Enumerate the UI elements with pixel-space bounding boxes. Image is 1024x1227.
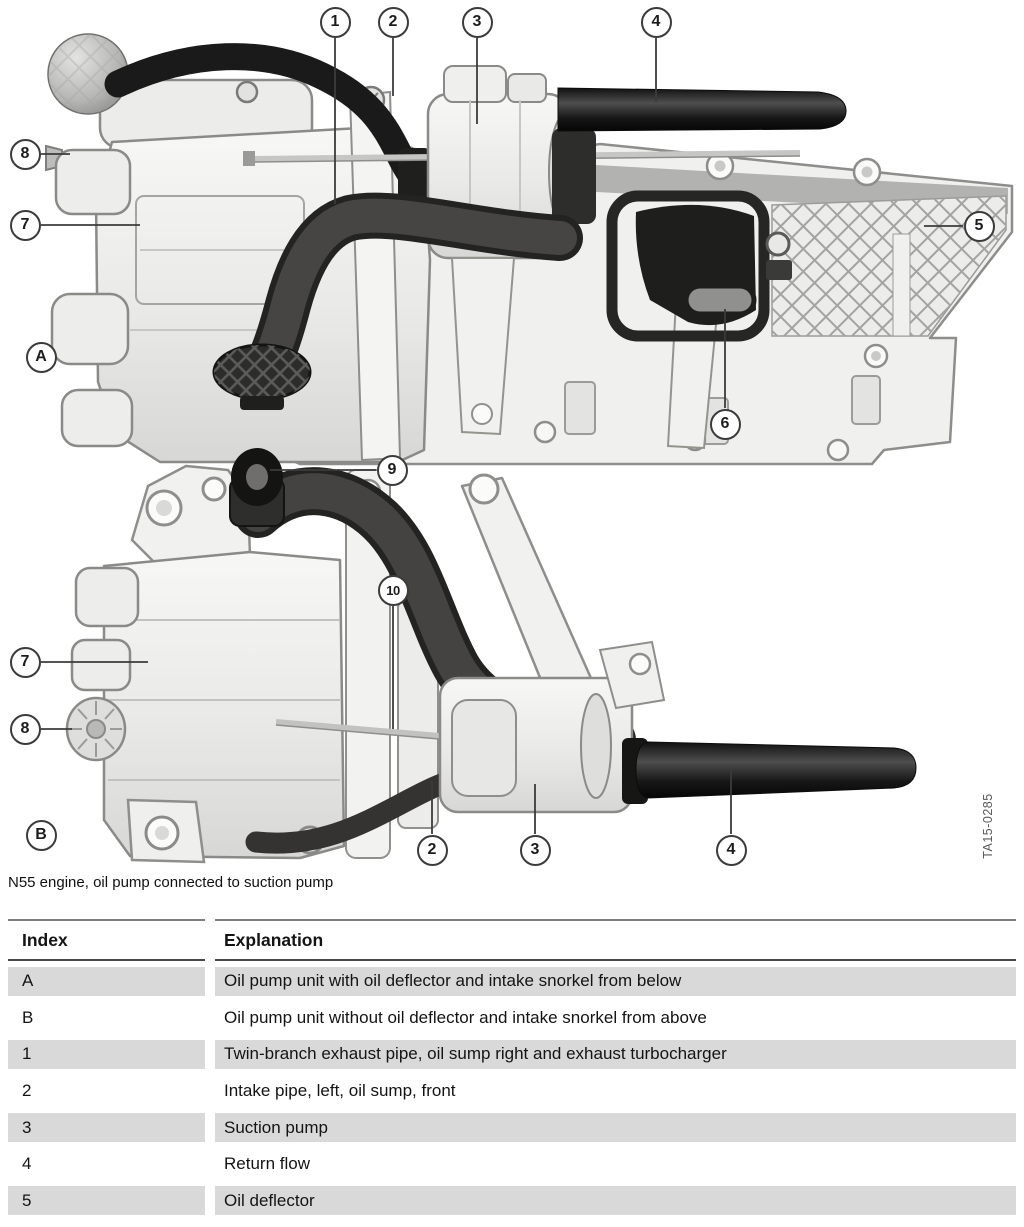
parts-legend: Index Explanation A Oil pump unit with oi…: [8, 919, 1016, 1219]
callout-9: 9: [376, 454, 408, 486]
legend-row-a: A Oil pump unit with oil deflector and in…: [8, 963, 1016, 1000]
legend-explanation-cell: Oil deflector: [215, 1186, 1016, 1216]
legend-row-2: 2 Intake pipe, left, oil sump, front: [8, 1073, 1016, 1110]
legend-explanation-cell: Suction pump: [215, 1113, 1016, 1143]
legend-header-rule: [8, 959, 205, 961]
legend-header-rule: [215, 959, 1016, 961]
legend-explanation-cell: Return flow: [224, 1154, 310, 1174]
legend-row-b: B Oil pump unit without oil deflector and…: [8, 1000, 1016, 1037]
legend-index-cell: 4: [22, 1154, 32, 1174]
legend-row-5: 5 Oil deflector: [8, 1183, 1016, 1220]
legend-index-cell: 3: [8, 1113, 205, 1143]
legend-index-cell: 1: [8, 1039, 205, 1069]
legend-top-rule: [215, 919, 1016, 921]
diagram-b-art: [65, 448, 917, 864]
legend-explanation-cell: Twin-branch exhaust pipe, oil sump right…: [215, 1039, 1016, 1069]
callout-5: 5: [963, 210, 995, 242]
engine-diagram-illustration: [41, 33, 1014, 864]
callout-3: 3: [519, 834, 551, 866]
callout-4: 4: [715, 834, 747, 866]
callout-leader-lines: [41, 38, 963, 834]
diagram-a-art: [45, 33, 1014, 466]
legend-header: Index Explanation: [8, 921, 1016, 959]
callout-7: 7: [9, 209, 41, 241]
callout-2: 2: [377, 6, 409, 38]
callout-8: 8: [9, 713, 41, 745]
legend-index-cell: 5: [8, 1186, 205, 1216]
legend-explanation-cell: Intake pipe, left, oil sump, front: [224, 1081, 456, 1101]
legend-explanation-cell: Oil pump unit without oil deflector and …: [224, 1007, 707, 1027]
legend-row-3: 3 Suction pump: [8, 1109, 1016, 1146]
figure-caption: N55 engine, oil pump connected to suctio…: [8, 874, 334, 891]
figure-watermark: TA15-0285: [981, 793, 995, 859]
legend-index-cell: B: [22, 1007, 34, 1027]
legend-rows: A Oil pump unit with oil deflector and in…: [8, 963, 1016, 1219]
legend-index-header: Index: [22, 929, 68, 950]
legend-explanation-cell: Oil pump unit with oil deflector and int…: [215, 966, 1016, 996]
legend-top-rule: [8, 919, 205, 921]
callout-8: 8: [9, 138, 41, 170]
legend-row-4: 4 Return flow: [8, 1146, 1016, 1183]
legend-index-cell: A: [8, 966, 205, 996]
callout-10: 10: [377, 574, 409, 606]
legend-explanation-header: Explanation: [224, 929, 324, 950]
callout-1: 1: [319, 6, 351, 38]
legend-index-cell: 2: [22, 1081, 32, 1101]
callout-7: 7: [9, 646, 41, 678]
callout-b: B: [25, 819, 57, 851]
callout-3: 3: [461, 6, 493, 38]
callout-a: A: [25, 341, 57, 373]
legend-row-1: 1 Twin-branch exhaust pipe, oil sump righ…: [8, 1036, 1016, 1073]
callout-4: 4: [640, 6, 672, 38]
callout-2: 2: [416, 834, 448, 866]
callout-6: 6: [709, 408, 741, 440]
